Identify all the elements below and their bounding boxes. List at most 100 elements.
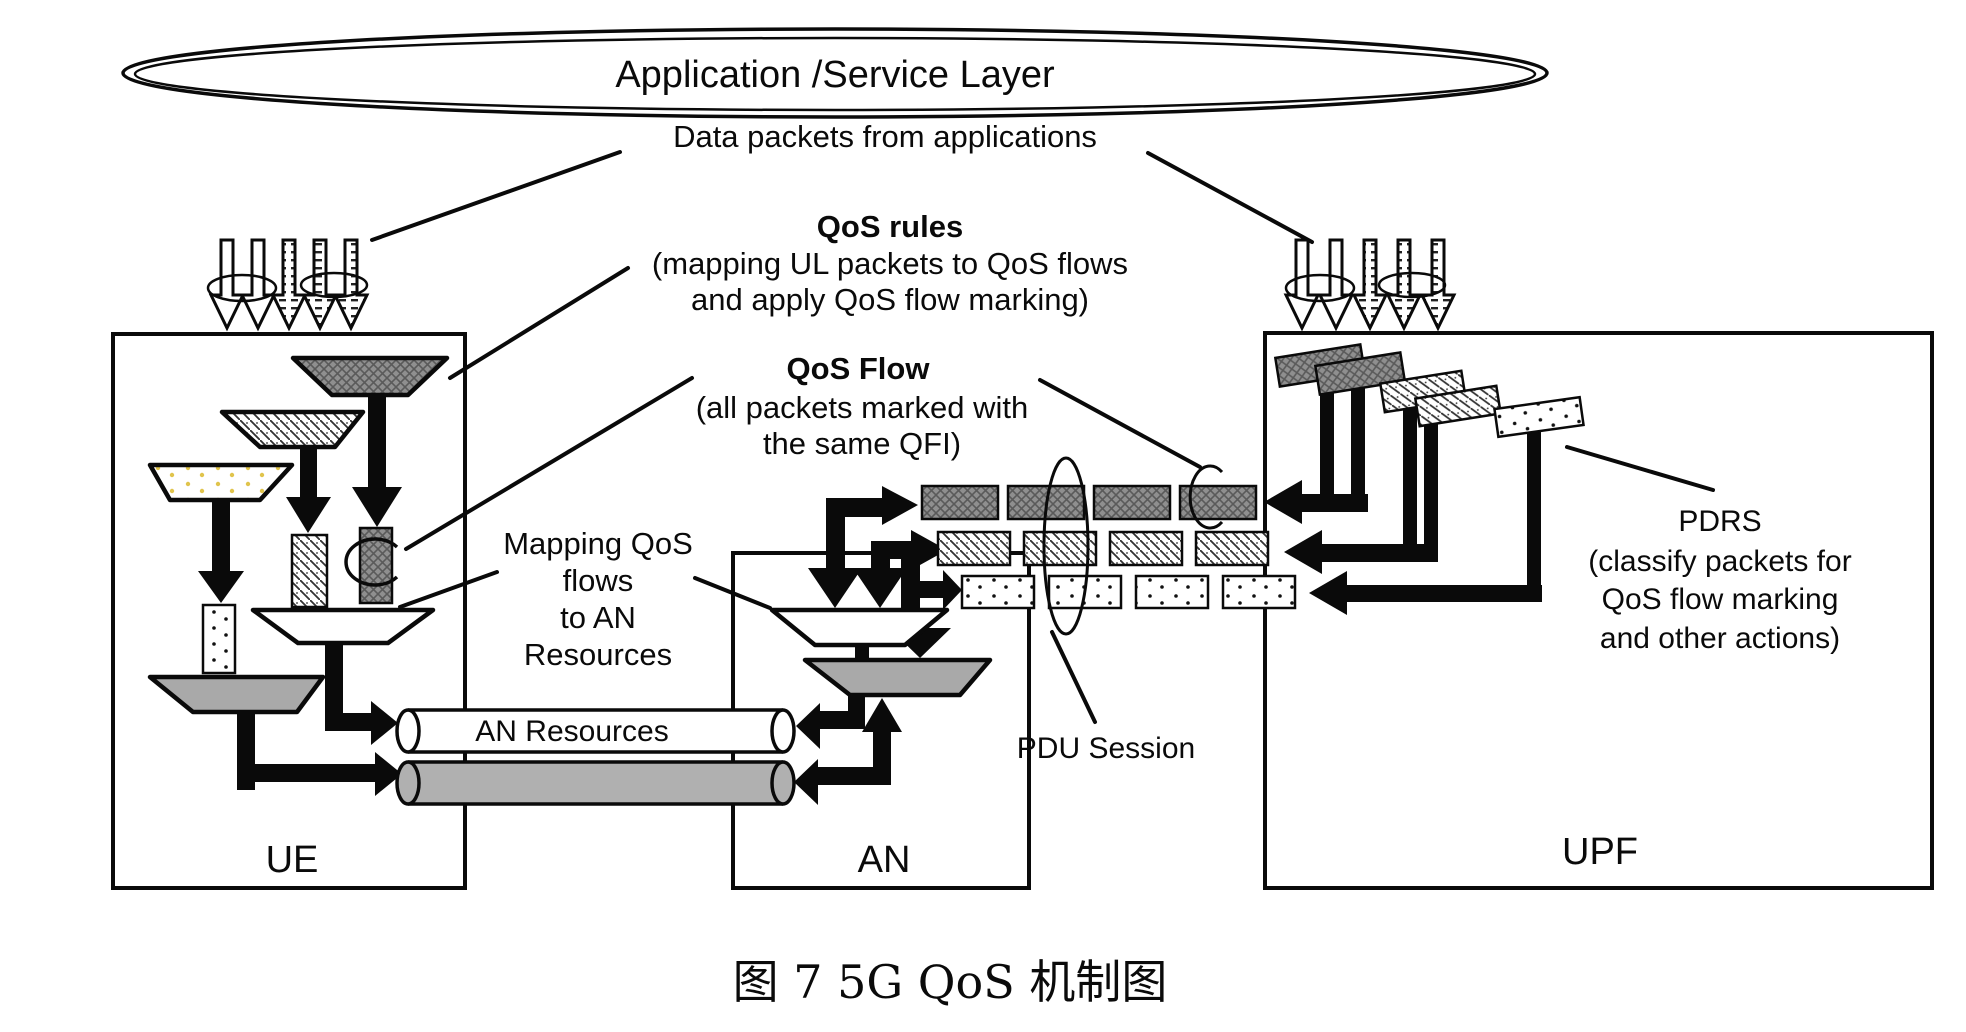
down-arrow-striped-icon — [1419, 238, 1457, 332]
an-label: AN — [858, 839, 911, 881]
flow-packet-hatch — [1022, 530, 1098, 567]
ue-packet-hatch — [290, 533, 329, 609]
label-pdrs-line2: (classify packets for — [1588, 545, 1851, 578]
arrow-shaft — [1320, 544, 1438, 562]
flow-packet-dark — [920, 484, 1000, 521]
label-pdrs-title: PDRS — [1678, 505, 1761, 538]
an-funnel-white — [769, 607, 950, 648]
pipe-cap — [395, 708, 421, 754]
arrow-shaft — [325, 641, 343, 731]
label-mapping-line1: Mapping QoS — [503, 526, 693, 561]
arrow-shaft — [255, 764, 377, 782]
arrow-shaft — [816, 711, 865, 729]
qos-flow-rows — [920, 456, 1297, 636]
pipe-cap — [770, 760, 796, 806]
flow-ring-icon — [206, 273, 278, 303]
pipe-cap — [395, 760, 421, 806]
label-an-resources: AN Resources — [475, 715, 668, 748]
label-mapping-line2: flows — [563, 563, 634, 598]
upf-incoming-packet-arrows — [1283, 238, 1457, 332]
app-service-layer-node: Application /Service Layer — [121, 27, 1549, 119]
down-arrow-striped-icon — [1385, 238, 1423, 332]
arrow-shaft — [1345, 585, 1542, 602]
ue-funnel-yellow-dots — [147, 462, 295, 503]
flow-packet-dark — [1092, 484, 1172, 521]
pdu-session-ellipse — [1042, 456, 1090, 636]
label-qos-flow-line2: (all packets marked with — [696, 390, 1029, 425]
arrowhead-left — [1284, 530, 1322, 574]
flow-packet-dotted — [960, 574, 1036, 610]
qfi-mark-ring-icon — [344, 537, 399, 587]
label-qos-flow-line3: the same QFI) — [763, 426, 961, 461]
upf-box — [1263, 331, 1934, 890]
arrow-shaft — [1300, 494, 1368, 512]
arrowhead-left — [796, 703, 820, 749]
an-internals — [769, 486, 993, 805]
leader-mapping-left — [398, 570, 499, 609]
pipe-outline — [408, 708, 783, 754]
label-mapping-line3: to AN — [560, 600, 636, 635]
down-arrow-striped-icon — [301, 238, 339, 332]
label-pdu-session: PDU Session — [1017, 732, 1195, 765]
down-arrow-icon — [239, 238, 277, 332]
label-data-packets: Data packets from applications — [673, 119, 1097, 154]
arrowhead-right — [882, 486, 918, 525]
upf-packet-dotted — [1493, 395, 1585, 439]
ue-funnel-gray — [147, 674, 326, 715]
app-layer-ellipse-outer — [121, 27, 1549, 119]
arrowhead-right — [943, 570, 962, 610]
ue-funnel-hatch — [219, 409, 366, 450]
ue-incoming-packet-arrows — [206, 238, 370, 332]
flow-ring-icon — [299, 271, 369, 299]
label-pdrs-line4: and other actions) — [1600, 622, 1840, 655]
down-arrow-striped-icon — [270, 238, 308, 332]
ue-funnel-dark — [290, 355, 450, 398]
flow-ring-icon — [1284, 273, 1356, 303]
ue-packet-dotted — [201, 603, 237, 675]
leader-pdrs — [1565, 445, 1715, 492]
an-funnel-gray — [802, 657, 993, 698]
arrowhead-up — [862, 698, 902, 732]
down-arrow-striped-icon — [1351, 238, 1389, 332]
pipe-body-gray — [408, 762, 783, 804]
label-qos-flow-title: QoS Flow — [787, 351, 931, 386]
label-pdrs-line3: QoS flow marking — [1602, 583, 1839, 616]
arrow-shaft — [212, 498, 230, 571]
an-resources-pipes: AN Resources — [395, 708, 796, 806]
ue-internals — [147, 355, 450, 796]
flow-packet-dotted — [1221, 574, 1297, 610]
qos-flow-ring-icon — [1188, 464, 1224, 530]
ue-box — [111, 332, 467, 890]
flow-packet-hatch — [1194, 530, 1270, 567]
down-arrow-striped-icon — [332, 238, 370, 332]
label-qos-rules-line2: (mapping UL packets to QoS flows — [652, 246, 1128, 281]
arrow-shaft — [368, 393, 386, 487]
app-layer-ellipse-inner — [133, 36, 1537, 112]
arrowhead-left — [794, 759, 818, 805]
arrow-shaft — [300, 445, 317, 497]
arrow-shaft — [814, 767, 891, 785]
flow-packet-hatch — [1108, 530, 1184, 567]
annotation-labels: Data packets from applications QoS rules… — [503, 119, 1851, 765]
node-boxes: UE AN UPF — [111, 331, 1934, 890]
down-arrow-icon — [1317, 238, 1355, 332]
classifier-stick — [1351, 380, 1365, 505]
flow-ring-icon — [1377, 271, 1447, 299]
label-qos-rules-title: QoS rules — [817, 209, 963, 244]
arrowhead-left — [1309, 571, 1347, 615]
upf-label: UPF — [1562, 831, 1638, 873]
figure-caption: 图 7 5G QoS 机制图 — [733, 955, 1168, 1009]
leader-lines — [370, 150, 1715, 724]
pipe-cap — [770, 708, 796, 754]
down-arrow-icon — [1283, 238, 1321, 332]
arrow-shaft — [871, 541, 911, 559]
flow-packet-dotted — [1134, 574, 1210, 610]
upf-internals — [1264, 343, 1585, 615]
arrow-shaft — [343, 713, 373, 731]
leader-qos-rules — [448, 266, 630, 380]
arrowhead-left — [1264, 480, 1302, 524]
app-layer-title: Application /Service Layer — [615, 54, 1055, 96]
arrowhead-down — [808, 568, 862, 608]
arrowhead-down — [853, 568, 907, 608]
